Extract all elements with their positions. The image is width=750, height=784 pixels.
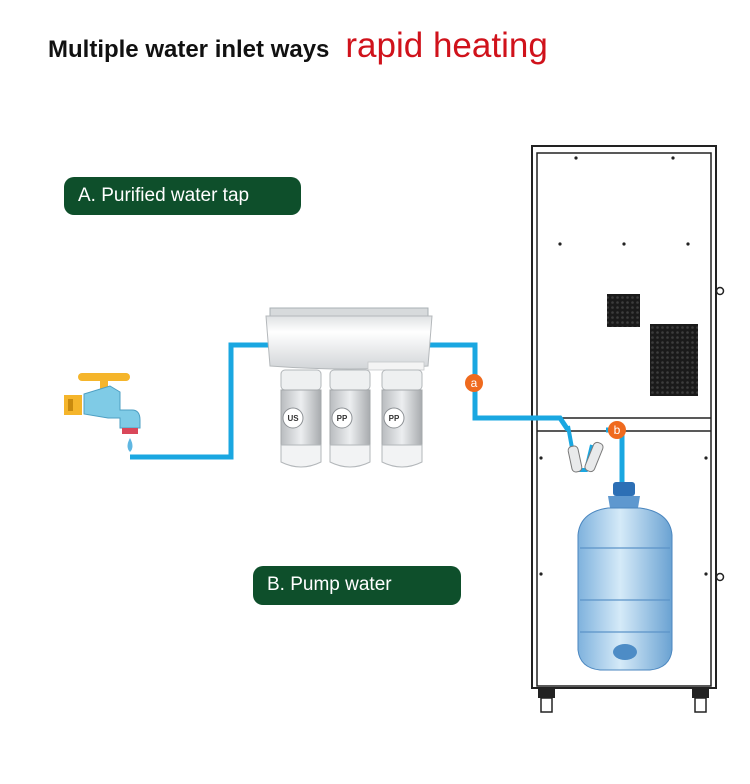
pipe-tap-to-filter: [130, 342, 274, 460]
filter-tag: PP: [389, 414, 400, 423]
water-bottle-icon: [577, 482, 673, 671]
label-option-b: B. Pump water: [253, 566, 461, 605]
title-accent: rapid heating: [345, 26, 548, 65]
marker-a-label: a: [471, 376, 478, 390]
cabinet-icon: [531, 145, 725, 713]
inlet-connector: [566, 425, 604, 473]
page-title: Multiple water inlet ways rapid heating: [48, 26, 548, 66]
water-filter-icon: US PP PP: [265, 307, 433, 468]
pipe-filter-to-cabinet: [428, 342, 571, 432]
label-option-a: A. Purified water tap: [64, 177, 301, 215]
marker-b: b: [608, 421, 626, 439]
marker-b-label: b: [614, 423, 621, 437]
title-main: Multiple water inlet ways: [48, 36, 330, 63]
filter-tag: PP: [337, 414, 348, 423]
faucet-icon: [64, 373, 141, 452]
marker-a: a: [465, 374, 483, 392]
filter-cartridge: PP: [381, 369, 423, 468]
filter-cartridge: US: [280, 369, 322, 468]
filter-cartridge: PP: [329, 369, 371, 468]
filter-tag: US: [287, 414, 299, 423]
